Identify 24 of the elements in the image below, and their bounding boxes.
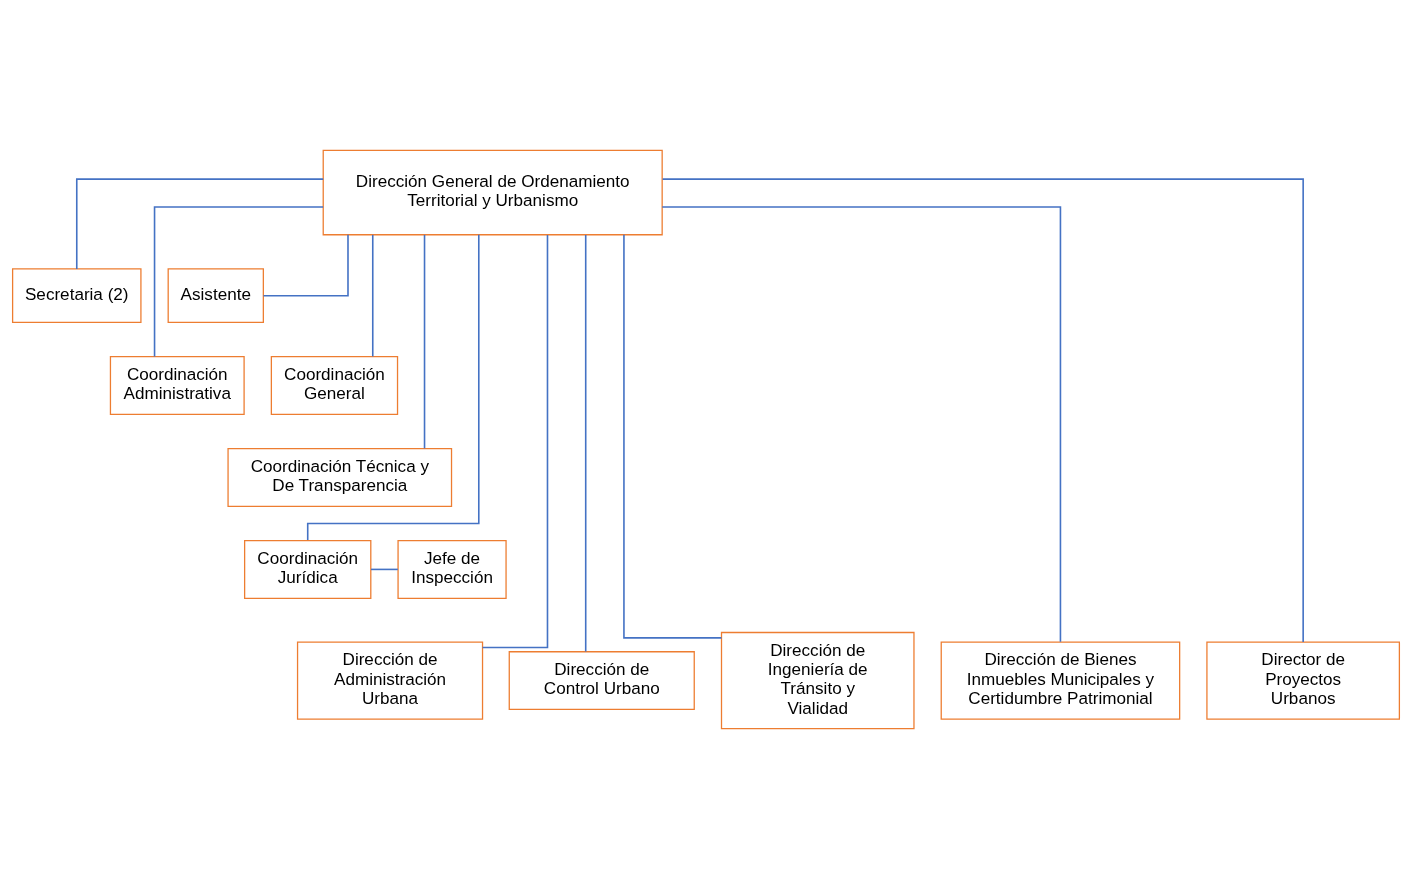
connector: [370, 568, 399, 571]
node-box: Dirección de Administración Urbana: [296, 641, 484, 720]
node-box: Coordinación Jurídica: [244, 539, 372, 599]
node-box: Jefe de Inspección: [397, 539, 507, 599]
node-box: Coordinación Técnica y De Transparencia: [227, 447, 453, 507]
connector: [661, 178, 1304, 643]
connector: [262, 234, 349, 297]
connector: [623, 234, 723, 639]
connector: [371, 234, 374, 358]
connector: [584, 234, 587, 653]
node-box: Dirección de Bienes Inmuebles Municipales y Certidumbre Patrimonial: [940, 641, 1181, 720]
node-box: Coordinación General: [270, 356, 399, 415]
connector: [423, 234, 426, 450]
connector: [75, 178, 325, 270]
node-box: Dirección General de Ordenamiento Territorial y Urbanismo: [322, 149, 663, 236]
node-box: Dirección de Ingeniería de Tránsito y Vialidad: [720, 631, 915, 730]
node-box: Coordinación Administrativa: [109, 356, 245, 415]
connector: [153, 206, 324, 358]
connector: [661, 206, 1062, 643]
node-box: Asistente: [167, 268, 264, 324]
node-box: Secretaria (2): [11, 268, 142, 324]
connector: [481, 234, 549, 649]
node-box: Dirección de Control Urbano: [508, 651, 695, 711]
node-box: Director de Proyectos Urbanos: [1206, 641, 1401, 720]
